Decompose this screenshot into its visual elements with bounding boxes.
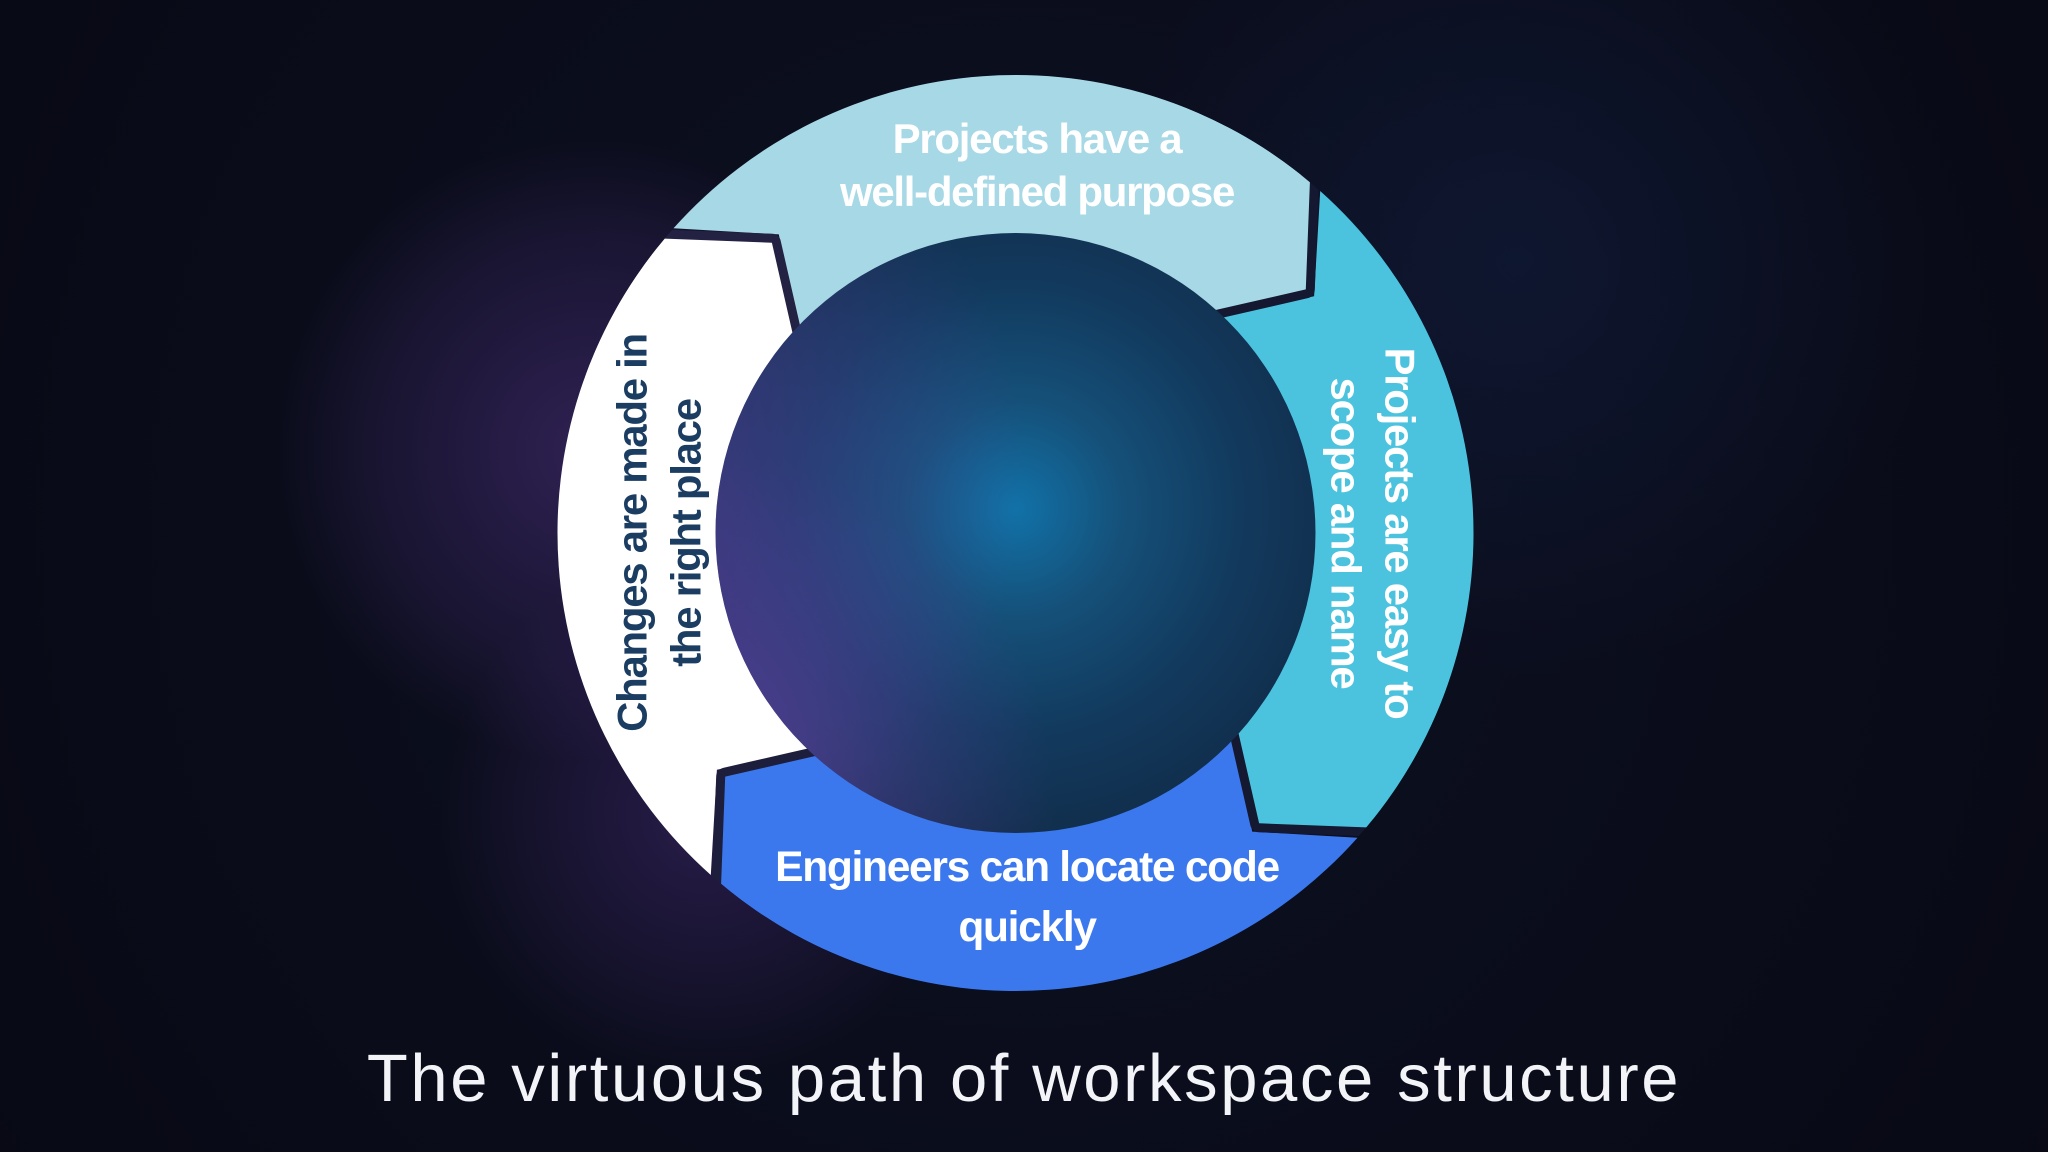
page-title: The virtuous path of workspace structure (366, 1041, 1682, 1116)
segment-labels: Engineers can locate code quickly Projects… (609, 115, 1424, 951)
label-line: Projects have a (893, 115, 1184, 162)
label-line: Projects are easy to (1376, 348, 1423, 720)
label-projects-well-defined-purpose: Projects have a well-defined purpose (839, 115, 1235, 215)
label-line: quickly (958, 904, 1097, 951)
label-line: Changes are made in (609, 334, 656, 732)
label-line: the right place (663, 399, 710, 667)
label-line: scope and name (1322, 378, 1369, 689)
label-engineers-locate-code: Engineers can locate code quickly (775, 844, 1281, 951)
label-line: Engineers can locate code (775, 844, 1279, 891)
label-line: well-defined purpose (839, 168, 1234, 215)
